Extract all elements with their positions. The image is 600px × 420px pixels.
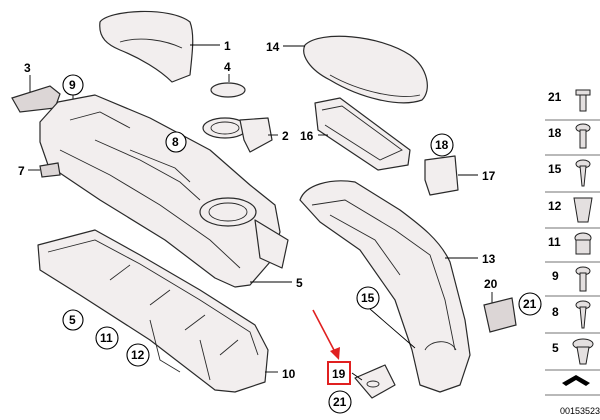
callout-8: 8 <box>172 135 179 149</box>
part-small-tray[interactable] <box>11 85 61 113</box>
part-armrest-cover[interactable] <box>99 10 194 83</box>
callout-19: 19 <box>332 367 346 381</box>
diagram-reference-number: 00153523 <box>560 406 600 416</box>
circle-11 <box>95 326 119 350</box>
zigzag-symbol <box>562 375 590 386</box>
callout-1: 1 <box>224 39 231 53</box>
callout-20: 20 <box>484 277 498 291</box>
circle-5b <box>62 309 84 331</box>
part-small-chip[interactable] <box>39 162 61 178</box>
screw-21-icon <box>575 89 591 112</box>
circle-21a <box>518 292 542 316</box>
screw-9-icon <box>575 266 591 292</box>
clip-12-icon <box>573 197 593 223</box>
highlight-box-19[interactable] <box>327 361 351 385</box>
part-center-console[interactable] <box>39 94 281 288</box>
screw-18-icon <box>575 123 591 149</box>
callout-14: 14 <box>266 40 280 54</box>
callout-10: 10 <box>282 367 296 381</box>
callout-2: 2 <box>282 129 289 143</box>
callout-13: 13 <box>482 252 496 266</box>
legend-label-9: 9 <box>552 269 559 283</box>
part-bracket[interactable] <box>424 155 459 196</box>
legend-label-15: 15 <box>548 162 562 176</box>
callout-3: 3 <box>24 61 31 75</box>
legend-label-8: 8 <box>552 305 559 319</box>
circle-21b <box>328 390 352 414</box>
screw-8-icon <box>575 300 591 329</box>
circle-15 <box>356 286 380 310</box>
legend-label-5: 5 <box>552 341 559 355</box>
highlight-arrow <box>312 309 336 353</box>
legend-label-18: 18 <box>548 126 562 140</box>
part-cupholder-ring[interactable] <box>202 117 273 153</box>
circle-8 <box>165 131 187 153</box>
part-clip-20[interactable] <box>483 297 517 333</box>
fastener-legend: 21 18 15 12 11 9 8 5 <box>545 89 600 396</box>
leader-15 <box>369 308 416 349</box>
callout-7: 7 <box>18 164 25 178</box>
callout-15: 15 <box>361 291 375 305</box>
legend-label-12: 12 <box>548 199 562 213</box>
callout-21a: 21 <box>523 297 537 311</box>
callout-17: 17 <box>482 169 496 183</box>
leader-19 <box>351 372 363 381</box>
callout-5a: 5 <box>296 276 303 290</box>
part-armrest-pad[interactable] <box>303 35 428 104</box>
circle-18 <box>430 133 454 157</box>
nut-11-icon <box>574 232 592 255</box>
part-console-frame[interactable] <box>37 229 269 393</box>
callout-18: 18 <box>435 138 449 152</box>
callout-4: 4 <box>224 60 231 74</box>
callout-9: 9 <box>69 78 76 92</box>
circle-12 <box>126 343 150 367</box>
highlight-arrowhead <box>330 347 340 360</box>
part-cupholder[interactable] <box>199 197 289 269</box>
callout-16: 16 <box>300 129 314 143</box>
callout-12: 12 <box>131 348 145 362</box>
expansion-rivet-5-icon <box>572 338 594 365</box>
part-cap-19[interactable] <box>354 364 396 399</box>
callout-21b: 21 <box>333 395 347 409</box>
callout-5b: 5 <box>69 313 76 327</box>
legend-label-11: 11 <box>548 235 561 249</box>
part-storage-tray[interactable] <box>314 97 411 171</box>
part-disc[interactable] <box>210 82 246 98</box>
part-armrest-support[interactable] <box>299 180 471 393</box>
legend-label-21: 21 <box>548 90 562 104</box>
screw-15-icon <box>575 159 591 187</box>
callout-11: 11 <box>100 331 113 345</box>
